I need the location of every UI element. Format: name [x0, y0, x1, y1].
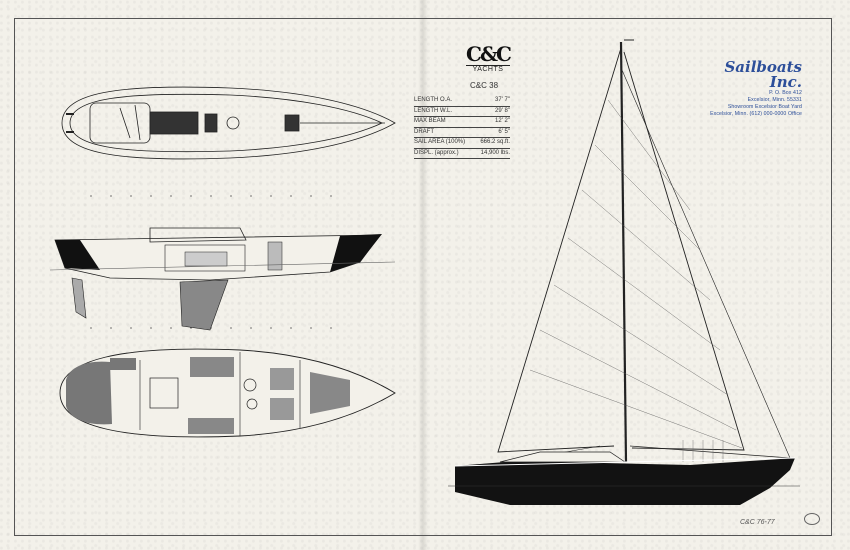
- dealer-stamp: Sailboats Inc. P. O. Box 412 Excelsior, …: [690, 60, 802, 118]
- spec-label: MAX BEAM: [414, 118, 446, 124]
- spec-row: DISPL. (approx.) 14,900 lbs.: [414, 149, 510, 159]
- spec-value: 14,900 lbs.: [480, 149, 510, 156]
- spec-value: 37' 7": [495, 97, 510, 103]
- spec-label: SAIL AREA (100%): [414, 139, 466, 145]
- hull-profile-drawing: [448, 451, 800, 505]
- inboard-profile-drawing: [49, 227, 396, 331]
- cc-yachts-logo: C&C YACHTS: [466, 42, 512, 73]
- specifications-table: LENGTH O.A. 37' 7" LENGTH W.L. 29' 8" MA…: [414, 96, 510, 159]
- spec-label: DRAFT: [414, 128, 434, 135]
- spec-value: 6' 5": [498, 128, 510, 135]
- accommodation-plan-drawing: [59, 348, 396, 438]
- brochure-code: C&C 76-77: [740, 519, 775, 526]
- dealer-address-line: Excelsior, Minn. (612) 000-0000 Office: [710, 111, 802, 117]
- spec-value: 12' 2": [495, 118, 510, 124]
- spec-label: DISPL. (approx.): [414, 149, 459, 156]
- union-bug-icon: [804, 513, 820, 525]
- dealer-address-line: Excelsior, Minn. 55331: [747, 97, 802, 103]
- spec-row: LENGTH W.L. 29' 8": [414, 107, 510, 117]
- spec-label: LENGTH O.A.: [414, 97, 453, 103]
- sail-plan-drawing: [497, 39, 791, 463]
- deck-plan-drawing: [61, 86, 396, 160]
- page-frame: [14, 18, 832, 536]
- dealer-name-line1: Sailboats: [724, 58, 802, 76]
- dealer-address-line: P. O. Box 412: [769, 90, 802, 96]
- logo-mark: C&C: [466, 42, 512, 66]
- logo-subtitle: YACHTS: [466, 65, 510, 73]
- spec-row: SAIL AREA (100%) 666.2 sq.ft.: [414, 138, 510, 149]
- center-fold: [418, 0, 428, 550]
- spec-row: LENGTH O.A. 37' 7": [414, 96, 510, 107]
- model-name: C&C 38: [470, 81, 499, 90]
- spec-row: MAX BEAM 12' 2": [414, 117, 510, 128]
- dealer-address-line: Showroom Excelsior Boat Yard: [727, 104, 802, 110]
- spec-row: DRAFT 6' 5": [414, 128, 510, 138]
- dealer-name-line2: Inc.: [769, 73, 802, 91]
- spec-value: 29' 8": [495, 107, 510, 114]
- spec-label: LENGTH W.L.: [414, 107, 453, 114]
- spec-value: 666.2 sq.ft.: [480, 139, 510, 145]
- station-marks: [90, 195, 332, 329]
